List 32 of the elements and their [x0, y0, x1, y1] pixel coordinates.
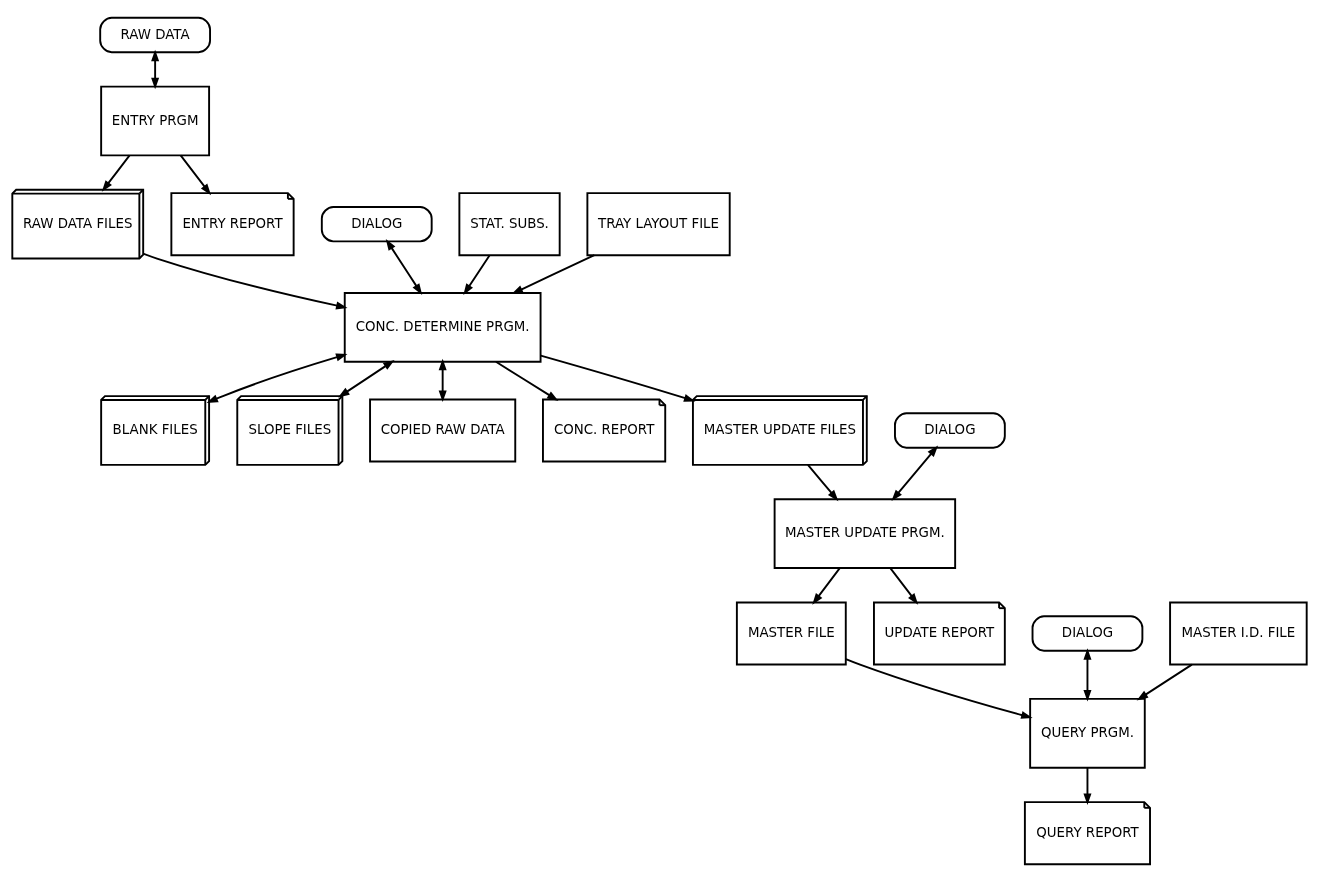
arrow — [807, 463, 839, 501]
arrow — [338, 359, 395, 398]
arrow — [511, 253, 596, 294]
arrow — [1136, 663, 1193, 700]
node-box: DIALOG — [1031, 614, 1144, 652]
arrow — [889, 566, 919, 605]
arrow — [101, 153, 131, 192]
arrow — [438, 358, 447, 402]
arrow — [1083, 647, 1092, 701]
node-box: DIALOG — [894, 411, 1006, 449]
arrow — [891, 445, 939, 501]
arrow — [142, 252, 348, 309]
node-box: RAW DATA — [99, 16, 211, 53]
node-box: STAT. SUBS. — [458, 191, 561, 256]
arrow — [812, 566, 841, 605]
arrow — [844, 657, 1033, 719]
node-box: DIALOG — [320, 205, 433, 242]
arrow — [151, 49, 160, 89]
arrow — [1083, 766, 1092, 805]
node-box: MASTER UPDATE PRGM. — [773, 497, 957, 569]
node-box: TRAY LAYOUT FILE — [586, 191, 731, 256]
node-box: MASTER I.D. FILE — [1169, 601, 1308, 665]
arrow — [385, 238, 423, 295]
node-box: COPIED RAW DATA — [369, 398, 517, 462]
arrow — [463, 253, 491, 295]
node-box: MASTER FILE — [735, 601, 847, 665]
arrow — [179, 153, 212, 195]
node-box: ENTRY PRGM — [100, 85, 211, 156]
arrow — [495, 360, 559, 401]
node-box: QUERY PRGM. — [1029, 697, 1146, 769]
arrow — [539, 354, 696, 402]
node-box: CONC. DETERMINE PRGM. — [343, 291, 542, 363]
